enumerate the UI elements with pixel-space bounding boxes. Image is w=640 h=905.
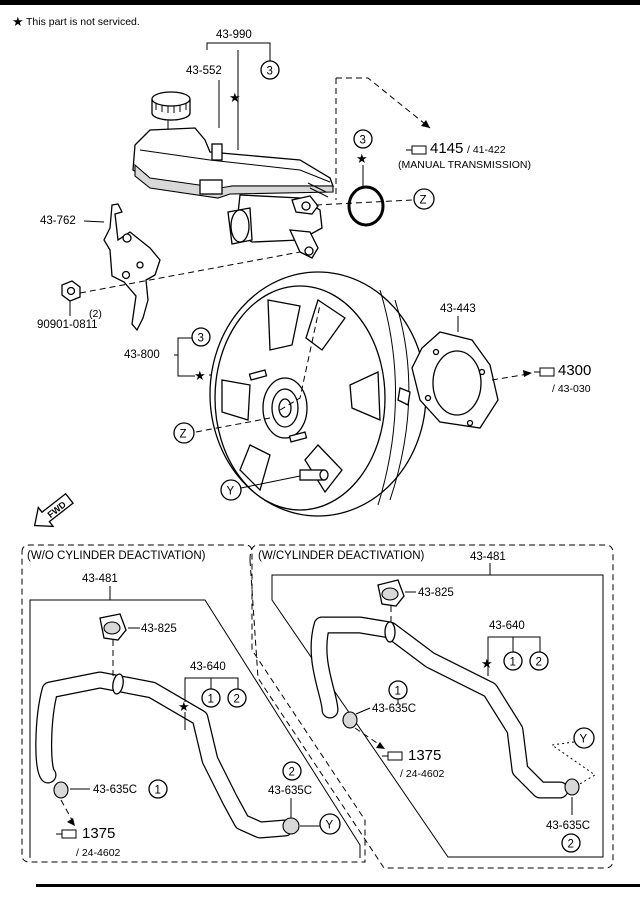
o-ring[interactable]: 3 ★ [347, 129, 385, 227]
left-panel-border [21, 544, 366, 863]
svg-text:1375: 1375 [408, 747, 441, 764]
ref-4300-sub: / 43-030 [552, 383, 591, 395]
left-clamp-2[interactable]: 2 43-635C Y [268, 761, 341, 835]
booster-qty: 3 [198, 333, 204, 345]
z-axis-line [315, 199, 413, 206]
right-group: 43-640 1 2 ★ [481, 620, 549, 676]
master-cylinder-assy-code[interactable]: 43-990 [216, 29, 252, 41]
right-clamp-1[interactable]: 1 43-635C [342, 680, 416, 749]
booster-code[interactable]: 43-800 [124, 349, 160, 361]
ref-4300-number: 4300 [558, 362, 591, 379]
right-panel-border [249, 544, 614, 869]
svg-text:Z: Z [420, 195, 427, 207]
z-axis-line-2 [195, 304, 321, 433]
z-marker: Z [413, 188, 435, 210]
bracket-code[interactable]: 43-762 [40, 215, 76, 227]
svg-text:1: 1 [395, 686, 401, 698]
ref-4300[interactable]: 4300 / 43-030 [491, 362, 591, 395]
right-clamp-2[interactable]: Y 43-635C 2 [546, 727, 596, 853]
left-clamp-1[interactable]: 43-635C 1 [53, 779, 168, 826]
bottom-rule [36, 884, 640, 887]
star-icon: ★ [481, 656, 493, 671]
assy-qty: 3 [267, 66, 273, 78]
star-icon: ★ [194, 368, 206, 383]
left-clamp1-code[interactable]: 43-635C [93, 784, 137, 796]
svg-text:Y: Y [326, 820, 334, 832]
y-marker: Y [220, 475, 301, 501]
gasket[interactable]: 43-443 [411, 303, 499, 429]
left-hose-frame [29, 599, 361, 858]
left-panel: (W/O CYLINDER DEACTIVATION) 43-481 43-82… [27, 550, 361, 859]
left-clip[interactable]: 43-825 [99, 613, 177, 676]
ref-4145-note: (MANUAL TRANSMISSION) [398, 159, 531, 171]
assy-bracket-line [206, 42, 271, 50]
reference-hand-icon [534, 367, 555, 377]
svg-text:Y: Y [227, 486, 235, 498]
left-clamp2-code[interactable]: 43-635C [268, 785, 312, 797]
reference-hand-icon [382, 751, 403, 761]
right-clip[interactable]: 43-825 [377, 579, 454, 624]
nut[interactable]: (2) 90901-0811 [37, 280, 102, 331]
svg-text:/ 24-4602: / 24-4602 [400, 768, 445, 780]
reference-hand-icon [406, 145, 427, 155]
right-clamp1-code[interactable]: 43-635C [372, 703, 416, 715]
top-rule [0, 0, 640, 5]
stud-axis-line [79, 251, 301, 294]
star-icon: ★ [178, 699, 190, 714]
svg-text:1: 1 [155, 785, 161, 797]
svg-text:1375: 1375 [82, 825, 115, 842]
bracket[interactable]: 43-762 [40, 203, 161, 332]
left-group-code[interactable]: 43-640 [190, 661, 226, 673]
z-marker-2: Z [173, 422, 195, 444]
star-icon: ★ [356, 151, 368, 166]
master-cylinder-body[interactable] [132, 127, 334, 259]
svg-text:2: 2 [568, 839, 574, 851]
right-clamp2-code[interactable]: 43-635C [546, 820, 590, 832]
brake-booster-callouts: 43-800 3 ★ [124, 327, 224, 383]
left-hose-code[interactable]: 43-481 [82, 573, 118, 585]
right-clip-code[interactable]: 43-825 [418, 587, 454, 599]
svg-text:/ 24-4602: / 24-4602 [76, 847, 121, 859]
ref-4145-number: 4145 [430, 140, 463, 157]
right-ref-1375[interactable]: 1375 / 24-4602 [382, 747, 445, 780]
svg-text:2: 2 [289, 767, 295, 779]
svg-text:Y: Y [580, 734, 588, 746]
master-cylinder-callouts: 43-990 43-552 3 ★ [186, 29, 280, 150]
right-hose-code[interactable]: 43-481 [470, 551, 506, 563]
reference-hand-icon [56, 829, 77, 839]
gasket-code[interactable]: 43-443 [440, 303, 476, 315]
fwd-arrow-icon: FWD [33, 492, 74, 528]
reservoir-cap-code[interactable]: 43-552 [186, 65, 222, 77]
ref-4145-sub: / 41-422 [467, 144, 506, 156]
svg-text:2: 2 [536, 657, 542, 669]
not-serviced-note: ★ This part is not serviced. [12, 14, 140, 29]
svg-text:1: 1 [510, 657, 516, 669]
left-ref-1375[interactable]: 1375 / 24-4602 [56, 825, 121, 859]
right-group-code[interactable]: 43-640 [489, 620, 525, 632]
nut-code[interactable]: 90901-0811 [37, 319, 98, 331]
o-ring-qty: 3 [360, 135, 366, 147]
star-icon: ★ [229, 90, 241, 105]
svg-text:2: 2 [234, 694, 240, 706]
booster-studs [248, 369, 329, 481]
svg-text:Z: Z [180, 429, 187, 441]
right-panel-title: (W/CYLINDER DEACTIVATION) [258, 550, 424, 562]
brake-booster[interactable] [209, 271, 427, 517]
left-panel-title: (W/O CYLINDER DEACTIVATION) [27, 550, 206, 562]
nut-qty: (2) [89, 308, 102, 320]
note-text: This part is not serviced. [26, 16, 140, 28]
ref-4145[interactable]: 4145 / 41-422 (MANUAL TRANSMISSION) [335, 77, 531, 200]
right-hose-frame [271, 574, 604, 858]
left-clip-code[interactable]: 43-825 [141, 623, 177, 635]
svg-text:1: 1 [208, 694, 214, 706]
star-icon: ★ [12, 14, 24, 29]
left-group: 43-640 1 2 ★ [178, 661, 247, 730]
right-panel: (W/CYLINDER DEACTIVATION) 43-481 43-825 … [258, 550, 604, 858]
